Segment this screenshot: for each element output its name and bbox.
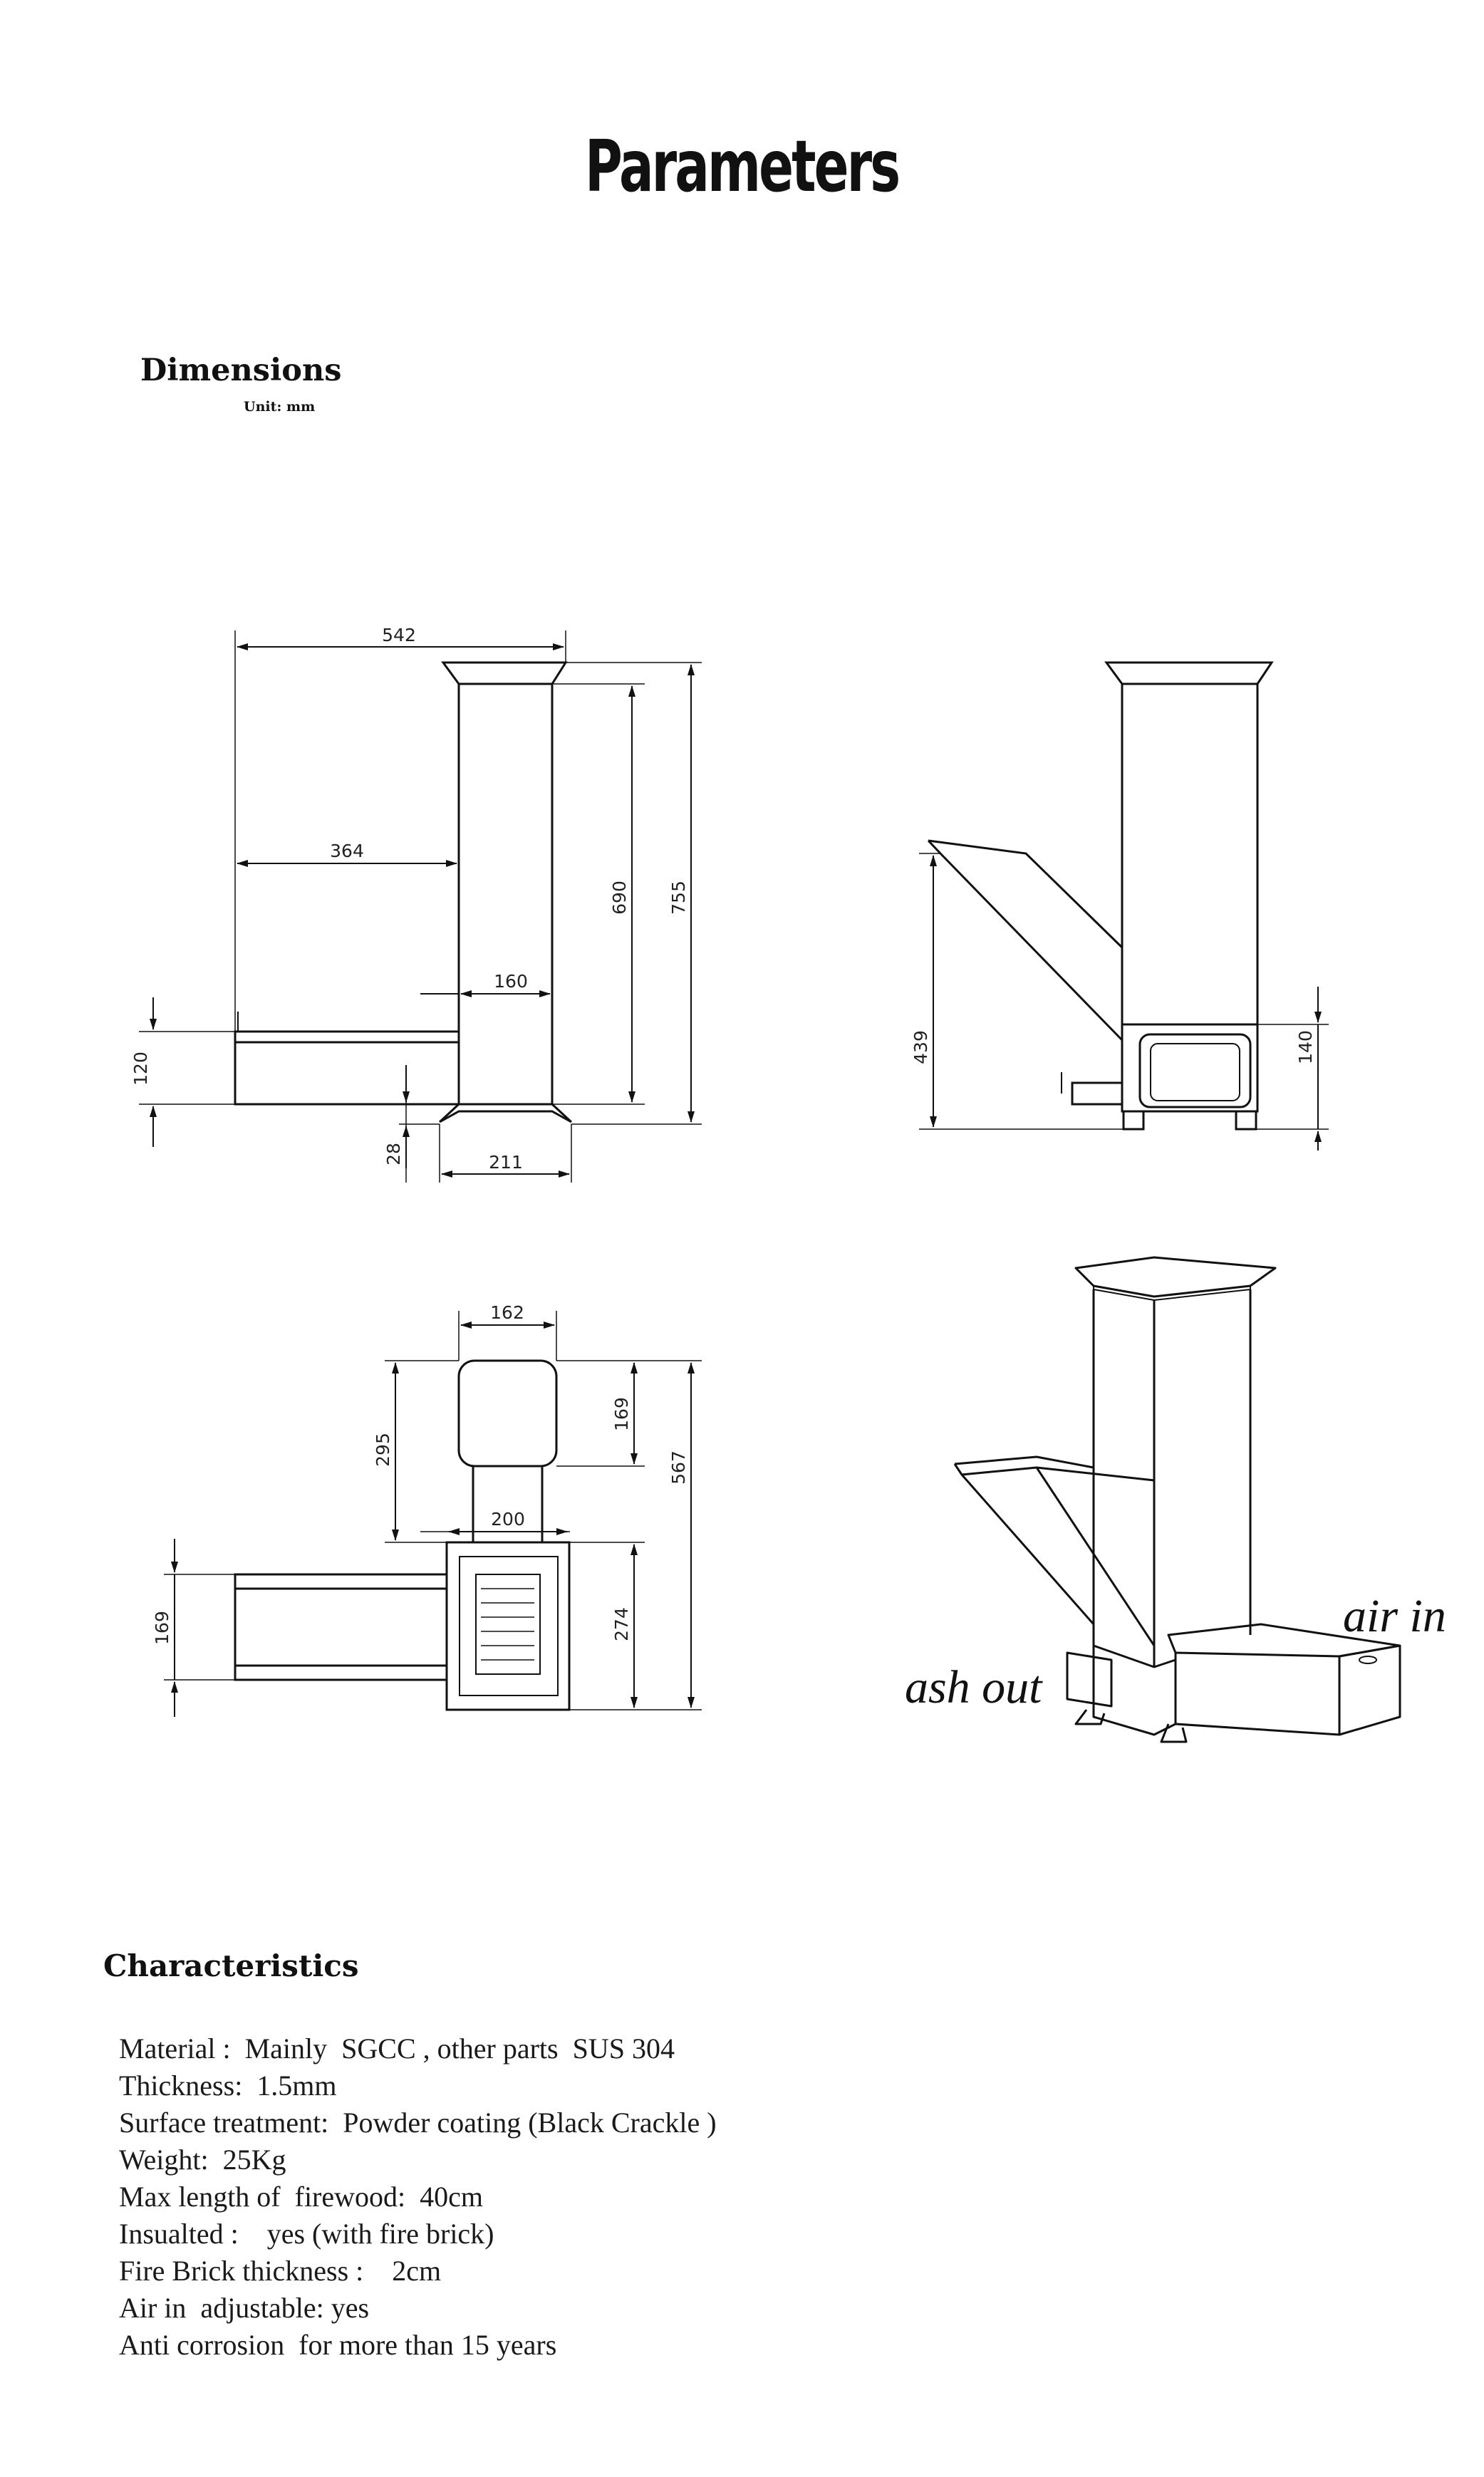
dim-200: 200	[491, 1509, 525, 1530]
side-door	[1138, 1033, 1252, 1108]
top-view-labels: 162 295 169 567 200 274 169	[152, 1302, 689, 1645]
dim-160: 160	[494, 971, 528, 992]
iso-feed-chute	[953, 1455, 1156, 1646]
top-body	[445, 1541, 571, 1711]
characteristics-list: Material : Mainly SGCC , other parts SUS…	[119, 2030, 717, 2364]
dimensions-heading: Dimensions	[140, 353, 342, 388]
front-view	[139, 630, 702, 1183]
top-grate	[475, 1574, 541, 1675]
front-feet	[438, 1103, 573, 1123]
side-body	[1121, 1023, 1259, 1113]
dim-364: 364	[330, 841, 364, 861]
side-view-labels: 439 140	[910, 1030, 1316, 1064]
dim-169-chimney: 169	[611, 1397, 632, 1431]
char-max-firewood: Max length of firewood: 40cm	[119, 2181, 483, 2213]
side-hopper	[1104, 661, 1274, 685]
char-anti-corrosion: Anti corrosion for more than 15 years	[119, 2329, 557, 2361]
dim-295: 295	[373, 1433, 393, 1467]
front-view-labels: 542 364 160 690 755 120 28 211	[130, 625, 689, 1173]
air-in-label: air in	[1343, 1590, 1446, 1642]
dim-755: 755	[668, 881, 689, 915]
char-air-in: Air in adjustable: yes	[119, 2292, 370, 2324]
dimensions-unit: Unit: mm	[244, 399, 316, 415]
front-chimney	[457, 682, 554, 1106]
char-thickness: Thickness: 1.5mm	[119, 2070, 337, 2102]
front-hopper	[441, 661, 568, 685]
iso-ash-drawer	[1066, 1651, 1113, 1708]
dim-120: 120	[130, 1051, 151, 1086]
iso-chimney	[1092, 1289, 1252, 1667]
side-feed-chute	[927, 839, 1124, 1042]
dim-28: 28	[383, 1143, 404, 1165]
top-feed-tube	[234, 1573, 448, 1681]
dim-169-feed: 169	[152, 1611, 172, 1645]
iso-view-labels: air in ash out	[905, 1590, 1446, 1713]
dim-567: 567	[668, 1450, 689, 1485]
dim-690: 690	[609, 881, 630, 915]
dim-162: 162	[490, 1302, 524, 1323]
iso-view	[953, 1256, 1401, 1743]
front-feed-tube	[234, 1030, 460, 1106]
dim-439: 439	[910, 1030, 931, 1064]
side-view	[919, 661, 1329, 1151]
characteristics-heading: Characteristics	[103, 1948, 359, 1983]
dim-542: 542	[382, 625, 416, 645]
dim-211: 211	[489, 1152, 523, 1173]
technical-drawings: 542 364 160 690 755 120 28 211	[130, 625, 1446, 1743]
ash-out-label: ash out	[905, 1661, 1043, 1713]
dim-274: 274	[611, 1607, 632, 1641]
page-title: Parameters	[584, 125, 901, 208]
top-chimney	[457, 1359, 558, 1468]
char-surface-treatment: Surface treatment: Powder coating (Black…	[119, 2107, 717, 2139]
char-material: Material : Mainly SGCC , other parts SUS…	[119, 2032, 675, 2065]
char-insulated: Insualted : yes (with fire brick)	[119, 2218, 494, 2250]
top-view	[164, 1311, 702, 1717]
char-weight: Weight: 25Kg	[119, 2144, 286, 2176]
side-chimney	[1121, 682, 1259, 1026]
char-fire-brick: Fire Brick thickness : 2cm	[119, 2255, 442, 2287]
side-ash-drawer	[1071, 1081, 1124, 1106]
dim-140: 140	[1295, 1030, 1316, 1064]
